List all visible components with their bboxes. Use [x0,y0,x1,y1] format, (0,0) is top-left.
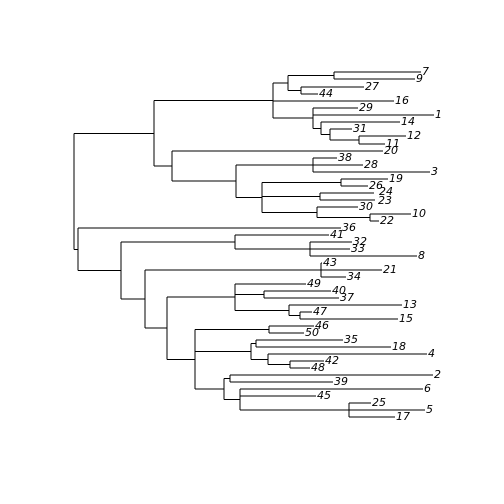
tip-label-22: 22 [380,214,394,227]
tip-label-19: 19 [389,172,403,185]
tip-label-24: 24 [379,185,393,198]
tip-label-10: 10 [412,207,426,220]
tip-label-25: 25 [372,396,386,409]
tip-label-16: 16 [395,94,409,107]
tip-label-8: 8 [418,249,425,262]
tip-label-4: 4 [428,347,435,360]
tip-label-44: 44 [319,87,333,100]
tip-label-27: 27 [365,80,379,93]
tip-label-45: 45 [317,389,331,402]
tip-label-46: 46 [315,319,329,332]
tip-label-5: 5 [426,403,433,416]
tip-label-15: 15 [399,312,413,325]
tip-label-42: 42 [325,354,339,367]
tip-label-2: 2 [434,368,441,381]
tip-label-43: 43 [323,256,337,269]
tip-label-47: 47 [313,305,327,318]
tip-label-26: 26 [369,179,383,192]
tip-label-14: 14 [401,115,415,128]
tip-label-17: 17 [396,410,410,423]
tip-label-50: 50 [305,326,319,339]
tip-label-31: 31 [353,122,367,135]
tip-label-48: 48 [311,361,325,374]
tip-label-33: 33 [351,242,365,255]
tip-label-9: 9 [416,72,423,85]
tip-label-13: 13 [403,298,417,311]
tip-label-28: 28 [364,158,378,171]
tip-label-18: 18 [392,340,406,353]
tip-label-34: 34 [347,270,361,283]
tip-labels: 7927441629114311211203828326192423302210… [305,65,442,423]
tip-label-32: 32 [353,235,367,248]
tip-label-20: 20 [384,144,398,157]
tree-branches [73,71,434,418]
tip-label-29: 29 [359,101,373,114]
tip-label-30: 30 [359,200,373,213]
tip-label-23: 23 [378,194,392,207]
tip-label-41: 41 [330,228,344,241]
tip-label-36: 36 [342,221,356,234]
tip-label-3: 3 [431,165,438,178]
tip-label-21: 21 [383,263,397,276]
tip-label-40: 40 [332,284,346,297]
tip-label-49: 49 [307,277,321,290]
tip-label-6: 6 [424,382,431,395]
tip-label-38: 38 [338,151,352,164]
tip-label-39: 39 [334,375,348,388]
tip-label-7: 7 [422,65,429,78]
tip-label-1: 1 [435,108,442,121]
tip-label-12: 12 [407,129,421,142]
tip-label-37: 37 [340,291,354,304]
tip-label-11: 11 [386,137,400,150]
tip-label-35: 35 [344,333,358,346]
